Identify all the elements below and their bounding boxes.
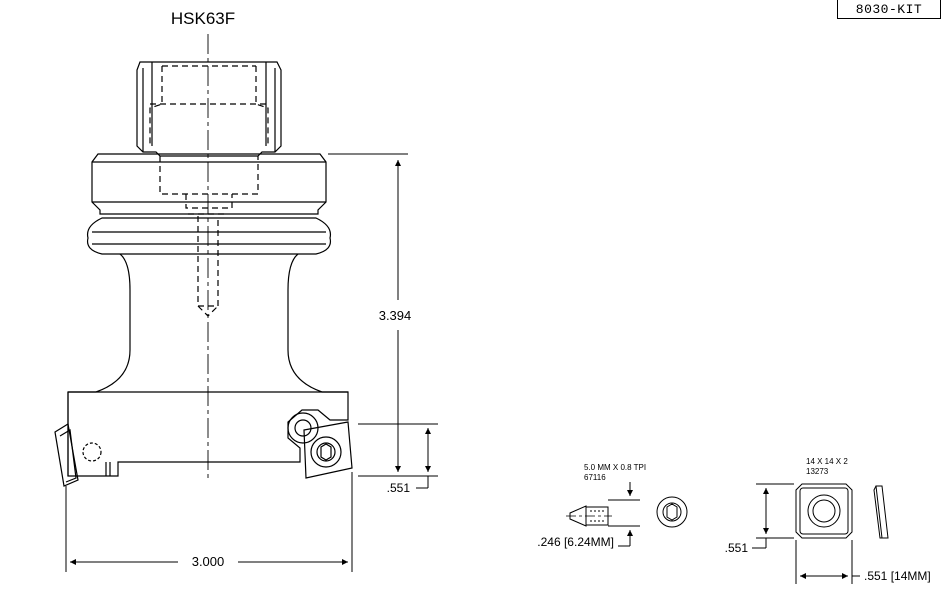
drawing-title: HSK63F (171, 9, 235, 28)
screw-head-view (656, 496, 688, 528)
left-screw-hidden (82, 442, 102, 462)
insert-detail: 14 X 14 X 2 13273 .551 .551 [14MM] (725, 457, 931, 584)
insert-width-dim-label: .551 [14MM] (864, 569, 931, 583)
overall-height-label: 3.394 (379, 308, 412, 323)
hidden-bore (149, 65, 269, 317)
part-number: 8030-KIT (855, 2, 923, 17)
screw-side (569, 505, 587, 527)
insert-height-dim-label: .551 (725, 541, 749, 555)
dim-overall-height: 3.394 (328, 153, 438, 477)
screw-length-label: .246 [6.24MM] (537, 535, 614, 549)
insert-screw (310, 436, 342, 468)
insert-height-label: .551 (387, 481, 411, 495)
diameter-label: 3.000 (192, 554, 225, 569)
dim-diameter: 3.000 (65, 472, 353, 572)
part-number-box: 8030-KIT (837, 0, 941, 19)
groove-ring (86, 217, 332, 255)
insert-top (795, 483, 853, 539)
tool-body: HSK63F (54, 9, 353, 487)
dim-insert-height: .551 (358, 423, 438, 495)
left-insert (54, 423, 79, 487)
screw-part-no: 67116 (584, 473, 606, 482)
insert-part-no: 13273 (806, 467, 829, 476)
right-insert (303, 421, 353, 479)
hsk-shank (136, 61, 282, 157)
neck (68, 253, 131, 393)
screw-spec: 5.0 MM X 0.8 TPI (584, 463, 646, 472)
flange (91, 153, 327, 215)
insert-spec: 14 X 14 X 2 (806, 457, 848, 466)
screw-detail: 5.0 MM X 0.8 TPI 67116 .246 [6.24MM] (537, 463, 688, 549)
insert-side (875, 485, 889, 539)
